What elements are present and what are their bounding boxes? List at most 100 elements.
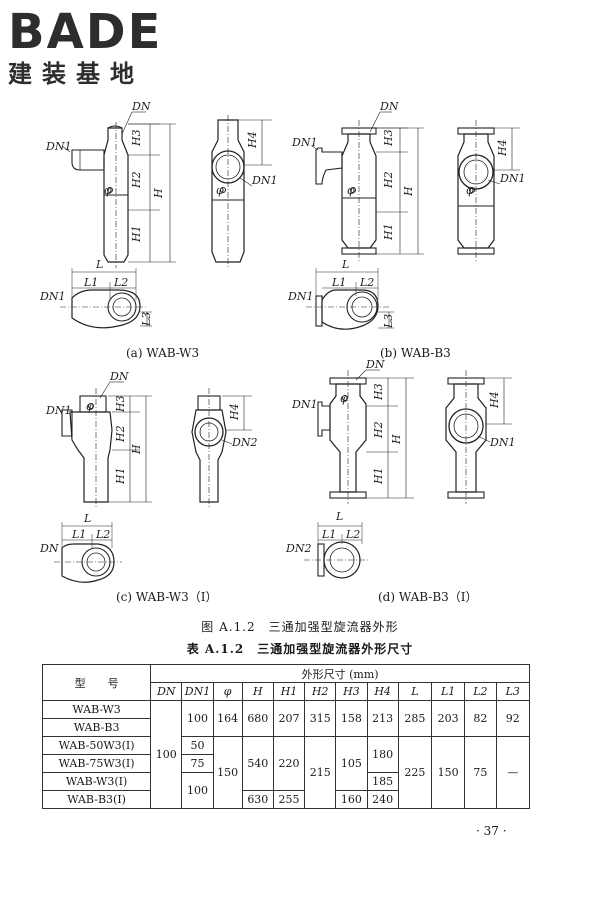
vortex-tee-drawings: DN DN1 DN1 DN DN1 DN1 DN DN1 DN2 DN DN1 … [39,100,525,583]
logo-chinese-name: 建装基地 [8,60,144,88]
brand-logo: BADE 建装基地 [8,6,198,90]
col-h: H [241,682,274,701]
cell: 100 [181,700,214,737]
col-l1: L1 [431,682,466,701]
label-c-h3: H3 [114,395,127,413]
cell-dn: 100 [150,700,183,809]
cell: 150 [431,736,466,809]
cell: 75 [464,736,497,809]
caption-b: (b) WAB-B3 [380,346,451,360]
col-h1: H1 [272,682,306,701]
label-a-h2: H2 [130,171,143,189]
label-b-h4: H4 [496,139,509,157]
label-d-phi: φ [340,392,348,405]
table-title: 表 A.1.2 三通加强型旋流器外形尺寸 [186,642,414,656]
cell: 285 [397,700,433,737]
cell: 220 [272,736,306,791]
figure-d-side-view [445,370,512,504]
figure-b-front-view [315,120,424,262]
label-b-plan-dn1: DN1 [287,290,313,303]
label-b-l: L [341,258,349,271]
figure-b-plan-view [306,268,394,330]
label-a-side-dn1: DN1 [251,174,277,187]
label-a-phi: φ [104,184,112,197]
figure-a-side-view [211,115,272,268]
table-row: WAB-50W3(Ⅰ) 50 150 540 220 215 105 180 2… [41,736,530,809]
label-d-l1: L1 [321,528,336,541]
header-dimensions: 外形尺寸 (mm) [150,664,530,683]
label-a-dn: DN [131,100,151,113]
col-h2: H2 [304,682,337,701]
label-b-dn1: DN1 [291,136,317,149]
cell: 160 [335,790,368,809]
label-a-h: H [152,188,165,199]
figure-d-front-view [317,370,414,504]
cell: 315 [304,700,337,737]
model-cell: WAB-W3(Ⅰ) [41,772,152,791]
model-cell: WAB-W3 [41,700,152,719]
label-d-l: L [335,510,343,523]
label-c-h: H [130,444,143,455]
label-a-side-phi: φ [216,184,224,197]
label-a-l3: L3 [140,312,153,327]
figure-c-front-view [61,388,152,508]
figure-b-side-view [457,120,520,262]
label-a-h4: H4 [246,131,259,149]
caption-d: (d) WAB-B3（Ⅰ） [378,590,478,604]
label-a-dn1: DN1 [45,140,71,153]
label-c-l2: L2 [95,528,110,541]
cell: 215 [304,736,337,809]
cell: 50 [181,736,214,755]
label-b-h2: H2 [382,171,395,189]
label-b-side-phi: φ [466,184,474,197]
table-row: WAB-W3(Ⅰ) 100 185 [41,772,530,809]
label-d-plan-dn2: DN2 [285,542,311,555]
label-a-plan-dn1: DN1 [39,290,65,303]
figure-c-plan-view [54,522,122,583]
table-row: WAB-75W3(Ⅰ) 75 [41,754,530,773]
label-d-h3: H3 [372,383,385,401]
label-c-h2: H2 [114,425,127,443]
label-d-h4: H4 [488,391,501,409]
caption-a: (a) WAB-W3 [126,346,200,360]
col-l: L [397,682,433,701]
cell: 213 [366,700,399,737]
label-b-h1: H1 [382,223,395,241]
header-model: 型 号 [41,664,152,701]
cell: 225 [397,736,433,809]
label-d-side-dn1: DN1 [489,436,515,449]
label-b-h3: H3 [382,129,395,147]
model-cell: WAB-B3(Ⅰ) [41,790,152,809]
label-c-l: L [83,512,91,525]
label-a-l: L [95,258,103,271]
cell: 158 [335,700,368,737]
label-c-h1: H1 [114,467,127,485]
cell: 207 [272,700,306,737]
label-b-h: H [402,186,415,197]
cell: 630 [241,790,274,809]
figure-title: 图 A.1.2 三通加强型旋流器外形 [201,620,399,634]
logo-wordmark: BADE [8,4,163,60]
label-b-phi: φ [347,184,355,197]
cell: 92 [495,700,530,737]
label-c-l1: L1 [71,528,86,541]
caption-c: (c) WAB-W3（Ⅰ） [116,590,218,604]
model-cell: WAB-75W3(Ⅰ) [41,754,152,773]
col-h3: H3 [335,682,368,701]
leader-lines [61,111,501,445]
label-d-h1: H1 [372,467,385,485]
label-a-h1: H1 [130,225,143,243]
label-b-dn: DN [379,100,399,113]
cell: 164 [212,700,243,737]
label-a-h3: H3 [130,129,143,147]
cell: 255 [272,790,306,809]
cell: 100 [181,772,214,809]
label-d-h2: H2 [372,421,385,439]
col-phi: φ [212,682,243,701]
label-a-l2: L2 [113,276,128,289]
label-b-l2: L2 [359,276,374,289]
figure-d-plan-view [304,522,370,579]
model-cell: WAB-50W3(Ⅰ) [41,736,152,755]
cell: 150 [212,736,243,809]
dimensions-table: 型 号 外形尺寸 (mm) DN DN1 φ H H1 H2 H3 H4 L L… [41,664,530,809]
